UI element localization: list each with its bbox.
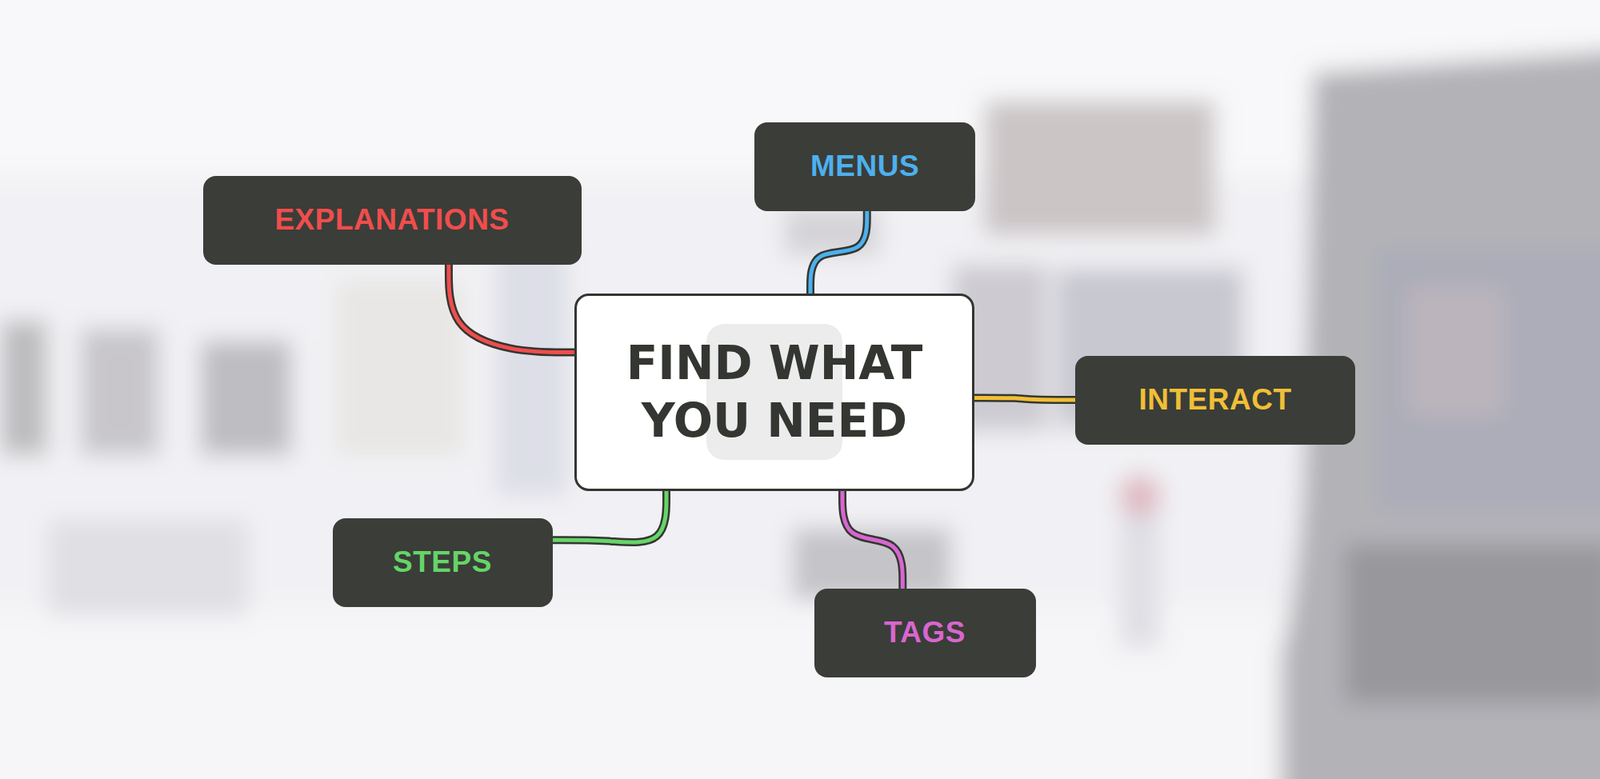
topic-label: EXPLANATIONS bbox=[274, 204, 509, 237]
connector-core bbox=[842, 491, 903, 589]
connector bbox=[810, 211, 868, 294]
hub-box: FIND WHAT YOU NEED bbox=[574, 293, 975, 492]
topic-label: INTERACT bbox=[1138, 384, 1292, 417]
topic-label: STEPS bbox=[392, 546, 492, 580]
topic-box: TAGS bbox=[814, 588, 1036, 678]
connector-core bbox=[552, 491, 668, 543]
topic-label: MENUS bbox=[810, 150, 920, 184]
connector-core bbox=[810, 211, 868, 294]
topic-box: EXPLANATIONS bbox=[203, 176, 582, 265]
topic-label: TAGS bbox=[884, 616, 966, 650]
connector bbox=[974, 397, 1076, 400]
topic-box: STEPS bbox=[332, 518, 553, 608]
connector-core bbox=[448, 264, 575, 353]
connector-outline bbox=[842, 491, 903, 589]
connector-outline bbox=[552, 491, 668, 543]
connector bbox=[842, 491, 903, 589]
connector bbox=[552, 491, 668, 543]
connector-outline bbox=[448, 264, 575, 353]
connector-core bbox=[974, 397, 1076, 400]
connector-outline bbox=[974, 397, 1076, 400]
connector-outline bbox=[810, 211, 868, 294]
topic-box: INTERACT bbox=[1075, 356, 1356, 445]
hub-title: FIND WHAT YOU NEED bbox=[606, 334, 943, 451]
topic-box: MENUS bbox=[754, 122, 976, 212]
connector bbox=[448, 264, 575, 353]
